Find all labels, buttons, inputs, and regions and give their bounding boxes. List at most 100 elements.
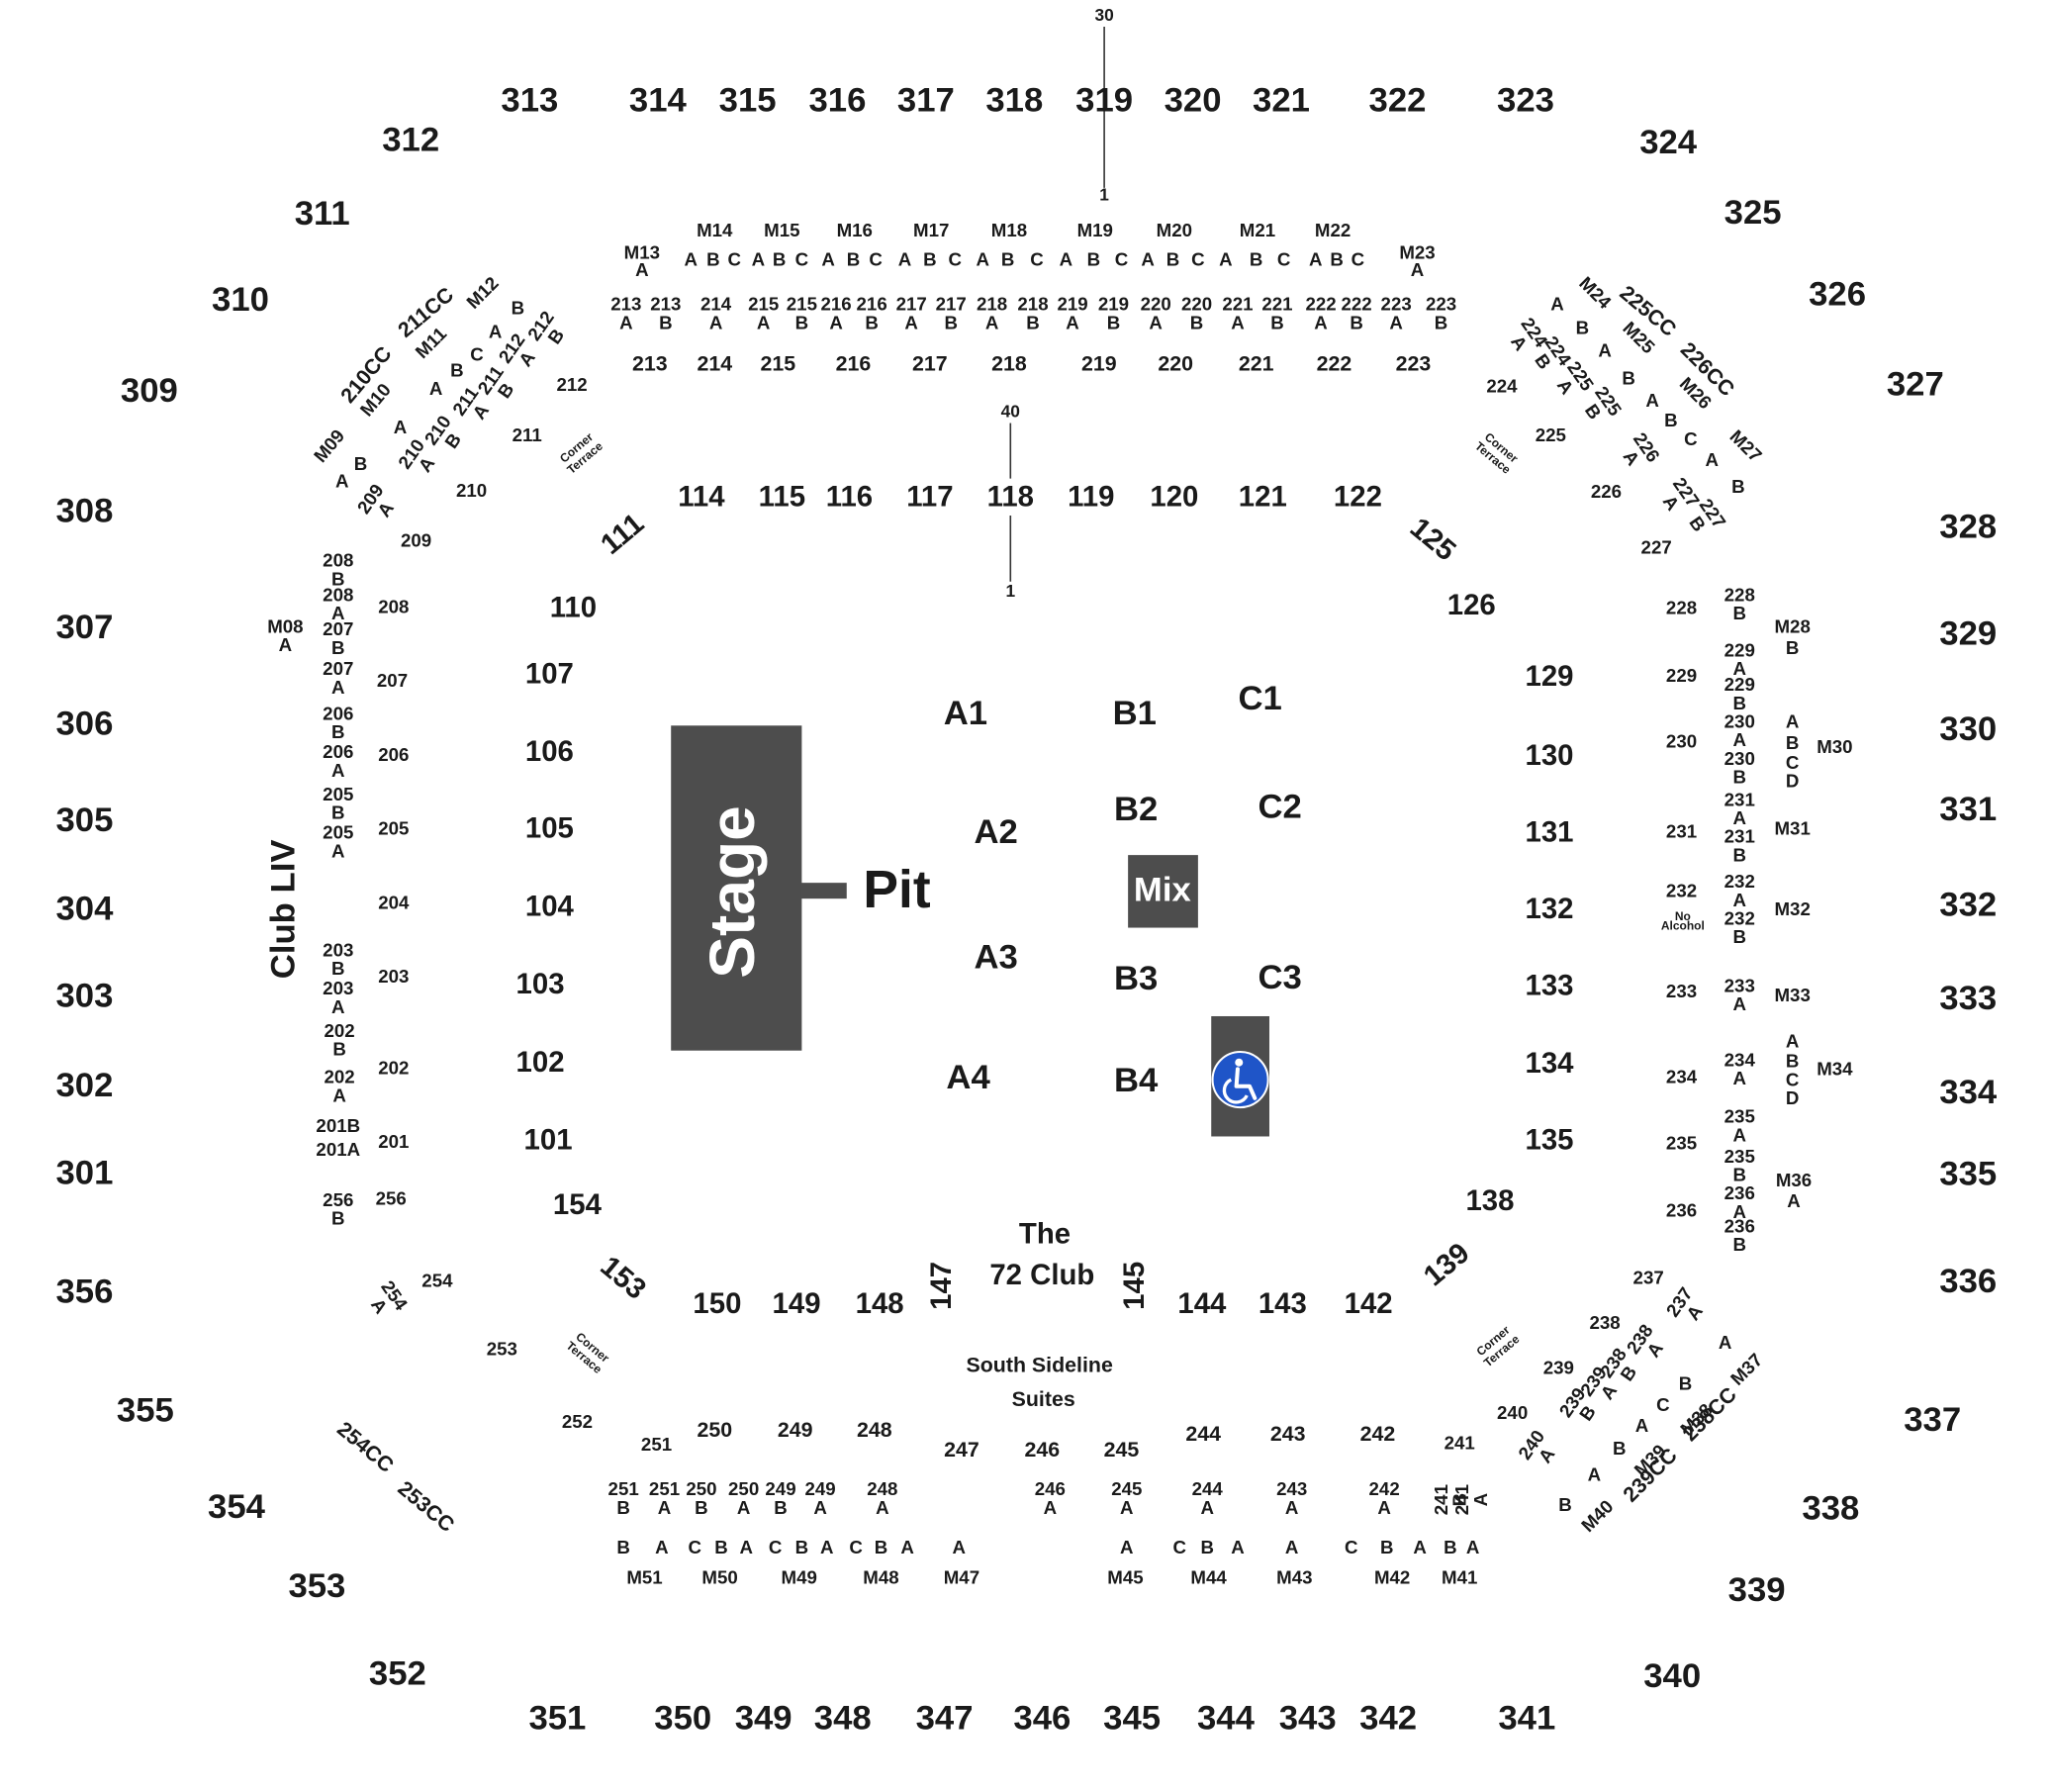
section-203[interactable]: 203 [378,966,409,987]
loge-box-m22[interactable]: M22 [1315,220,1351,240]
section-301[interactable]: 301 [55,1154,113,1191]
floor-section-c1[interactable]: C1 [1238,680,1281,717]
section-119[interactable]: 119 [1068,480,1114,513]
section-327[interactable]: 327 [1887,365,1944,403]
section-107[interactable]: 107 [525,657,574,690]
loge-box-m48[interactable]: M48 [863,1567,898,1588]
section-317[interactable]: 317 [897,81,955,119]
section-138[interactable]: 138 [1465,1184,1514,1217]
section-306[interactable]: 306 [55,705,113,742]
section-214[interactable]: 214 [697,351,732,375]
loge-box-m44[interactable]: M44 [1190,1567,1227,1588]
loge-box-m08[interactable]: M08 [267,615,303,636]
section-221[interactable]: 221 [1239,351,1274,375]
section-114[interactable]: 114 [678,480,725,513]
section-351[interactable]: 351 [528,1700,586,1738]
section-111[interactable]: 111 [595,507,650,561]
section-208[interactable]: 208 [378,596,409,616]
section-153[interactable]: 153 [595,1250,653,1306]
section-331[interactable]: 331 [1939,791,1997,828]
section-122[interactable]: 122 [1334,480,1382,513]
section-150[interactable]: 150 [693,1287,741,1320]
loge-box-m33[interactable]: M33 [1774,985,1810,1005]
section-135[interactable]: 135 [1526,1124,1574,1157]
section-144[interactable]: 144 [1177,1287,1227,1320]
section-329[interactable]: 329 [1939,615,1997,653]
section-314[interactable]: 314 [629,81,688,119]
section-330[interactable]: 330 [1939,710,1997,748]
section-345[interactable]: 345 [1103,1700,1161,1738]
section-332[interactable]: 332 [1939,886,1997,923]
section-101[interactable]: 101 [524,1124,573,1157]
section-355[interactable]: 355 [117,1392,174,1430]
section-102[interactable]: 102 [516,1046,565,1079]
section-333[interactable]: 333 [1939,980,1997,1017]
section-149[interactable]: 149 [773,1287,821,1320]
loge-box-m45[interactable]: M45 [1107,1567,1143,1588]
section-202[interactable]: 202 [378,1057,409,1078]
loge-box-m47[interactable]: M47 [944,1567,979,1588]
section-129[interactable]: 129 [1526,660,1574,693]
loge-box-m23[interactable]: M23 [1399,242,1435,263]
section-249[interactable]: 249 [778,1418,813,1442]
section-115[interactable]: 115 [759,480,805,513]
section-316[interactable]: 316 [808,81,866,119]
section-305[interactable]: 305 [55,802,113,839]
section-207[interactable]: 207 [377,670,408,691]
section-320[interactable]: 320 [1165,81,1222,119]
section-328[interactable]: 328 [1939,509,1997,546]
section-229[interactable]: 229 [1666,665,1697,686]
section-313[interactable]: 313 [501,81,558,119]
section-143[interactable]: 143 [1258,1287,1307,1320]
floor-section-a2[interactable]: A2 [974,813,1017,851]
section-336[interactable]: 336 [1939,1263,1997,1300]
section-253[interactable]: 253 [487,1339,517,1360]
section-154[interactable]: 154 [553,1188,603,1221]
section-248[interactable]: 248 [857,1418,892,1442]
floor-section-b4[interactable]: B4 [1114,1062,1159,1099]
section-308[interactable]: 308 [55,493,113,530]
floor-section-b1[interactable]: B1 [1113,695,1157,732]
loge-box-m34[interactable]: M34 [1817,1059,1853,1080]
section-354[interactable]: 354 [208,1488,266,1526]
loge-box-m37[interactable]: M37 [1726,1349,1767,1389]
section-212[interactable]: 212 [556,374,587,395]
section-353[interactable]: 353 [288,1567,345,1605]
section-324[interactable]: 324 [1639,124,1698,161]
section-104[interactable]: 104 [525,890,575,922]
section-206[interactable]: 206 [378,744,409,765]
loge-box-m31[interactable]: M31 [1774,818,1810,839]
section-318[interactable]: 318 [985,81,1043,119]
section-347[interactable]: 347 [916,1700,974,1738]
